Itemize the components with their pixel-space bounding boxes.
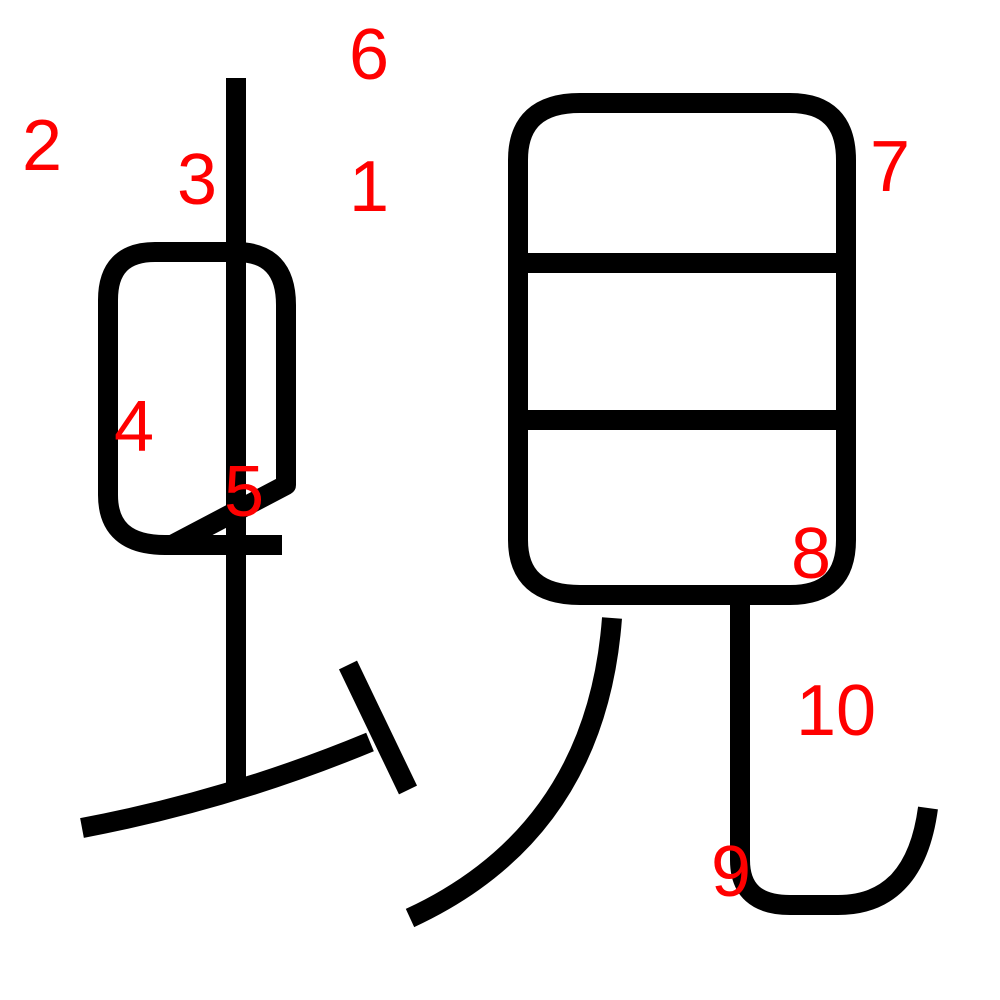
stroke-number-7: 7	[870, 127, 910, 207]
stroke-left-leg	[405, 617, 622, 928]
stroke-number-2: 2	[22, 106, 62, 186]
stroke-loop-left	[98, 242, 282, 555]
stroke-rising-sweep	[80, 732, 374, 838]
stroke-right-leg-hook	[730, 600, 938, 915]
stroke-short-diagonal	[338, 660, 418, 795]
stroke-number-4: 4	[114, 387, 154, 467]
stroke-number-1: 1	[349, 147, 389, 227]
stroke-hook-left	[167, 242, 296, 554]
stroke-order-numbers: 1 2 3 4 5 6 7 8 9 10	[22, 15, 910, 912]
stroke-number-5: 5	[224, 452, 264, 532]
stroke-number-6: 6	[349, 15, 389, 95]
stroke-number-3: 3	[177, 140, 217, 220]
stroke-number-10: 10	[796, 671, 876, 751]
stroke-number-8: 8	[791, 514, 831, 594]
stroke-number-9: 9	[711, 832, 751, 912]
stroke-box-right-frame	[508, 93, 856, 605]
stroke-box-right	[508, 93, 780, 245]
